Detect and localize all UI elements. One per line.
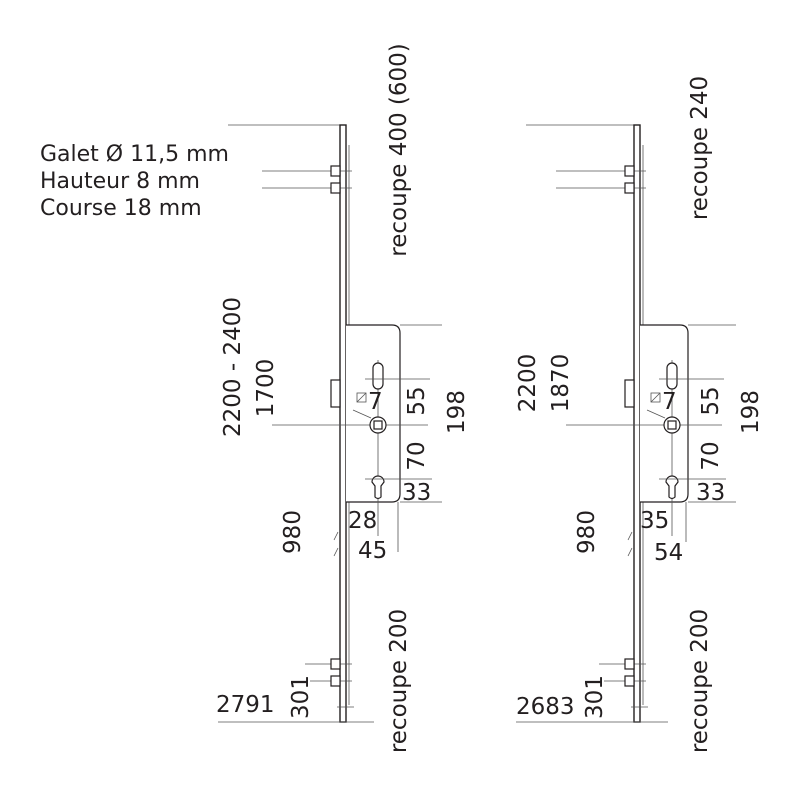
spec-stroke: Course 18 mm [40, 196, 202, 221]
lock-drawing-right: 7 recoupe 240 2200 1870 55 198 70 33 35 … [515, 76, 764, 753]
rail [633, 124, 641, 723]
square-size: 7 [368, 389, 383, 415]
dim-70: 70 [698, 441, 724, 470]
square-symbol-icon [356, 392, 367, 403]
lock-drawing-left: 7 recoupe 400 (600) 2200 - 2400 1700 55 … [216, 43, 470, 753]
slot [372, 362, 384, 390]
dim-301: 301 [582, 675, 608, 719]
dim-70: 70 [404, 441, 430, 470]
recoupe-bottom: recoupe 200 [687, 609, 713, 753]
top-rollers [262, 165, 352, 194]
square-size: 7 [662, 389, 677, 415]
handle-height: 1870 [548, 354, 574, 413]
square-symbol-icon [650, 392, 661, 403]
height-range: 2200 - 2400 [220, 297, 246, 437]
top-rollers [556, 165, 646, 194]
dim-33: 33 [402, 480, 431, 506]
dim-55: 55 [404, 386, 430, 415]
dim-198: 198 [738, 390, 764, 434]
bottom-rollers [305, 658, 352, 687]
handle-height: 1700 [253, 359, 279, 418]
latch [330, 379, 341, 408]
spec-height: Hauteur 8 mm [40, 169, 200, 194]
specs-block: Galet Ø 11,5 mm Hauteur 8 mm Course 18 m… [40, 142, 229, 221]
recoupe-top: recoupe 240 [687, 76, 713, 220]
latch [624, 379, 635, 408]
rail [339, 124, 347, 723]
dim-55: 55 [698, 386, 724, 415]
slot [666, 362, 678, 390]
total-length: 2683 [516, 694, 575, 720]
lock-case [346, 324, 401, 503]
cylinder-hole [371, 475, 385, 500]
dim-980: 980 [574, 510, 600, 554]
dim-28: 28 [348, 508, 377, 534]
cylinder-hole [665, 475, 679, 500]
dim-980: 980 [280, 510, 306, 554]
total-length: 2791 [216, 692, 275, 718]
dim-33: 33 [696, 480, 725, 506]
bottom-rollers [599, 658, 646, 687]
recoupe-top: recoupe 400 (600) [386, 43, 412, 257]
dim-54: 54 [654, 540, 683, 566]
dim-198: 198 [444, 390, 470, 434]
height-range: 2200 [515, 354, 541, 413]
dim-301: 301 [288, 675, 314, 719]
recoupe-bottom: recoupe 200 [386, 609, 412, 753]
dim-35: 35 [640, 508, 669, 534]
spec-roller: Galet Ø 11,5 mm [40, 142, 229, 167]
dim-45: 45 [358, 538, 387, 564]
